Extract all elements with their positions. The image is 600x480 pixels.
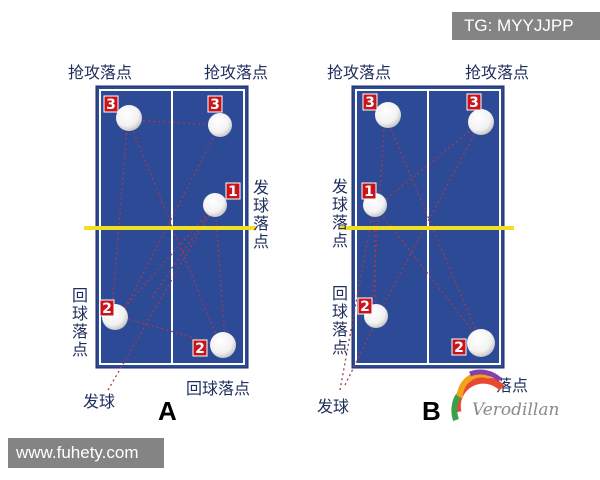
svg-text:球: 球 <box>332 195 348 214</box>
marker-label: 3 <box>365 95 375 111</box>
svg-text:球: 球 <box>72 304 88 323</box>
svg-text:发: 发 <box>253 178 269 197</box>
svg-text:落: 落 <box>332 213 348 232</box>
marker-label: 2 <box>195 341 205 357</box>
net-line-a <box>84 226 256 230</box>
label-attack-right-b: 抢攻落点 <box>465 63 529 82</box>
marker-label: 2 <box>454 340 464 356</box>
svg-text:落: 落 <box>72 322 88 341</box>
marker-label: 2 <box>102 301 112 317</box>
label-serve-landing-a: 发 球 落 点 <box>253 178 269 251</box>
label-return-landing-a: 回球落点 <box>186 379 250 398</box>
marker-label: 3 <box>210 97 220 113</box>
svg-text:点: 点 <box>253 232 269 251</box>
marker-b-3-right: 3 <box>466 93 482 111</box>
brand-text: Verodillan <box>472 400 560 420</box>
marker-label: 3 <box>469 95 479 111</box>
svg-text:点: 点 <box>72 340 88 359</box>
svg-text:落: 落 <box>253 214 269 233</box>
svg-text:发: 发 <box>332 177 348 196</box>
diagram-b: 3 3 1 2 2 抢攻落点 抢攻落点 发 球 落 点 回 球 落 <box>317 63 529 426</box>
ball-b5 <box>467 329 495 357</box>
diagram-letter-a: A <box>158 396 177 426</box>
marker-b-3-left: 3 <box>362 93 378 111</box>
ball-a5 <box>210 332 236 358</box>
ball-a3 <box>203 193 227 217</box>
svg-text:回: 回 <box>72 286 88 305</box>
marker-a-3-right: 3 <box>207 95 223 113</box>
label-attack-left-a: 抢攻落点 <box>68 63 132 82</box>
label-return-landing-vertical-a: 回 球 落 点 <box>72 286 88 359</box>
marker-a-3-left: 3 <box>103 95 119 113</box>
svg-text:落: 落 <box>332 320 348 339</box>
marker-label: 2 <box>360 299 370 315</box>
diagram-a: 3 3 1 2 2 抢攻落点 抢攻落点 发 球 落 点 回 球 落 <box>68 63 269 426</box>
label-return-landing-vertical-b: 回 球 落 点 <box>332 284 348 357</box>
marker-a-2-right: 2 <box>192 339 208 357</box>
net-line-b <box>340 226 514 230</box>
label-return-landing-b: 落点 <box>496 376 528 395</box>
svg-text:点: 点 <box>332 231 348 250</box>
marker-label: 3 <box>106 97 116 113</box>
watermark-bottom: www.fuhety.com <box>8 438 164 468</box>
marker-a-1: 1 <box>225 182 241 200</box>
label-serve-landing-b: 发 球 落 点 <box>332 177 348 250</box>
ball-b2 <box>468 109 494 135</box>
marker-a-2-left: 2 <box>99 299 115 317</box>
marker-b-2-left: 2 <box>357 297 373 315</box>
marker-label: 1 <box>364 184 374 200</box>
marker-b-1: 1 <box>361 182 377 200</box>
svg-text:球: 球 <box>253 196 269 215</box>
ball-a1 <box>116 105 142 131</box>
diagram-letter-b: B <box>422 396 441 426</box>
watermark-top: TG: MYYJJPP <box>452 12 600 40</box>
label-attack-left-b: 抢攻落点 <box>327 63 391 82</box>
brand-logo-icon <box>451 369 505 421</box>
svg-text:回: 回 <box>332 284 348 303</box>
label-attack-right-a: 抢攻落点 <box>204 63 268 82</box>
marker-label: 1 <box>228 184 238 200</box>
label-serve-a: 发球 <box>83 392 115 411</box>
marker-b-2-right: 2 <box>451 338 467 356</box>
svg-text:球: 球 <box>332 302 348 321</box>
svg-text:点: 点 <box>332 338 348 357</box>
ball-b1 <box>375 102 401 128</box>
ball-a2 <box>208 113 232 137</box>
label-serve-b: 发球 <box>317 397 349 416</box>
